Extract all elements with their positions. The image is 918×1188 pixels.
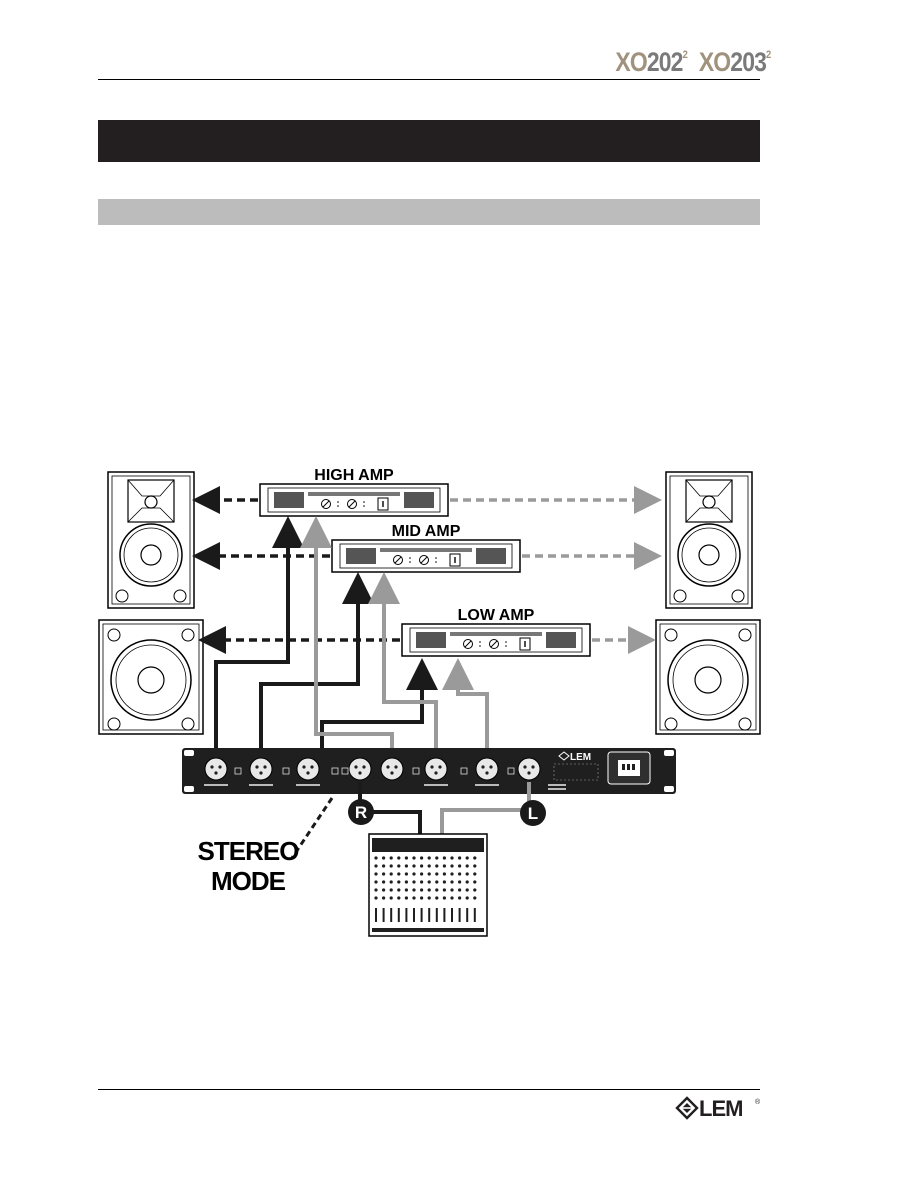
right-subwoofer (655, 619, 761, 735)
cable-mid-out-right (259, 572, 374, 760)
mixing-console (368, 833, 488, 937)
header-rule (98, 79, 760, 80)
left-input-letter: L (528, 804, 538, 823)
low-amp-unit (401, 623, 591, 657)
cable-mid-out-left (368, 572, 438, 760)
cable-low-out-right (320, 658, 438, 760)
connection-diagram: HIGH AMP MID AMP LOW AMP (98, 467, 761, 937)
high-amp-label: HIGH AMP (314, 467, 394, 484)
right-input-badge (348, 799, 374, 825)
left-input-badge (520, 800, 546, 826)
lem-logo: LEM ® (675, 1096, 761, 1121)
unit-brand-label: LEM (570, 752, 591, 763)
left-input-cable (440, 782, 531, 834)
low-amp-label: LOW AMP (458, 607, 535, 624)
right-full-range-speaker (665, 471, 753, 609)
mid-amp-unit (331, 539, 521, 573)
model-1-prefix: XO (614, 47, 647, 77)
model-2-superscript: 2 (765, 49, 771, 61)
right-input-letter: R (355, 803, 367, 822)
high-amp-unit (259, 483, 449, 517)
stereo-mode-line-2: MODE (211, 866, 286, 896)
lem-logo-text: LEM (699, 1096, 742, 1121)
cable-high-out-right (214, 516, 304, 760)
model-1-number: 202 (646, 47, 683, 77)
cable-low-out-left (442, 658, 489, 760)
left-full-range-speaker (107, 471, 195, 609)
crossover-rack-unit: LEM (182, 748, 676, 794)
footer-rule (98, 1089, 760, 1090)
stereo-mode-pointer (290, 797, 334, 859)
stereo-mode-line-1: STEREO (198, 836, 300, 866)
cable-high-out-left (300, 516, 394, 760)
section-subtitle-band (98, 199, 760, 225)
mid-amp-label: MID AMP (392, 523, 461, 540)
right-input-cable (358, 782, 422, 834)
model-2-number: 203 (729, 47, 767, 77)
left-subwoofer (98, 619, 204, 735)
model-1-superscript: 2 (682, 49, 687, 61)
model-2-prefix: XO (698, 47, 730, 77)
section-title-band (98, 120, 760, 162)
lem-registered-mark: ® (755, 1098, 761, 1106)
